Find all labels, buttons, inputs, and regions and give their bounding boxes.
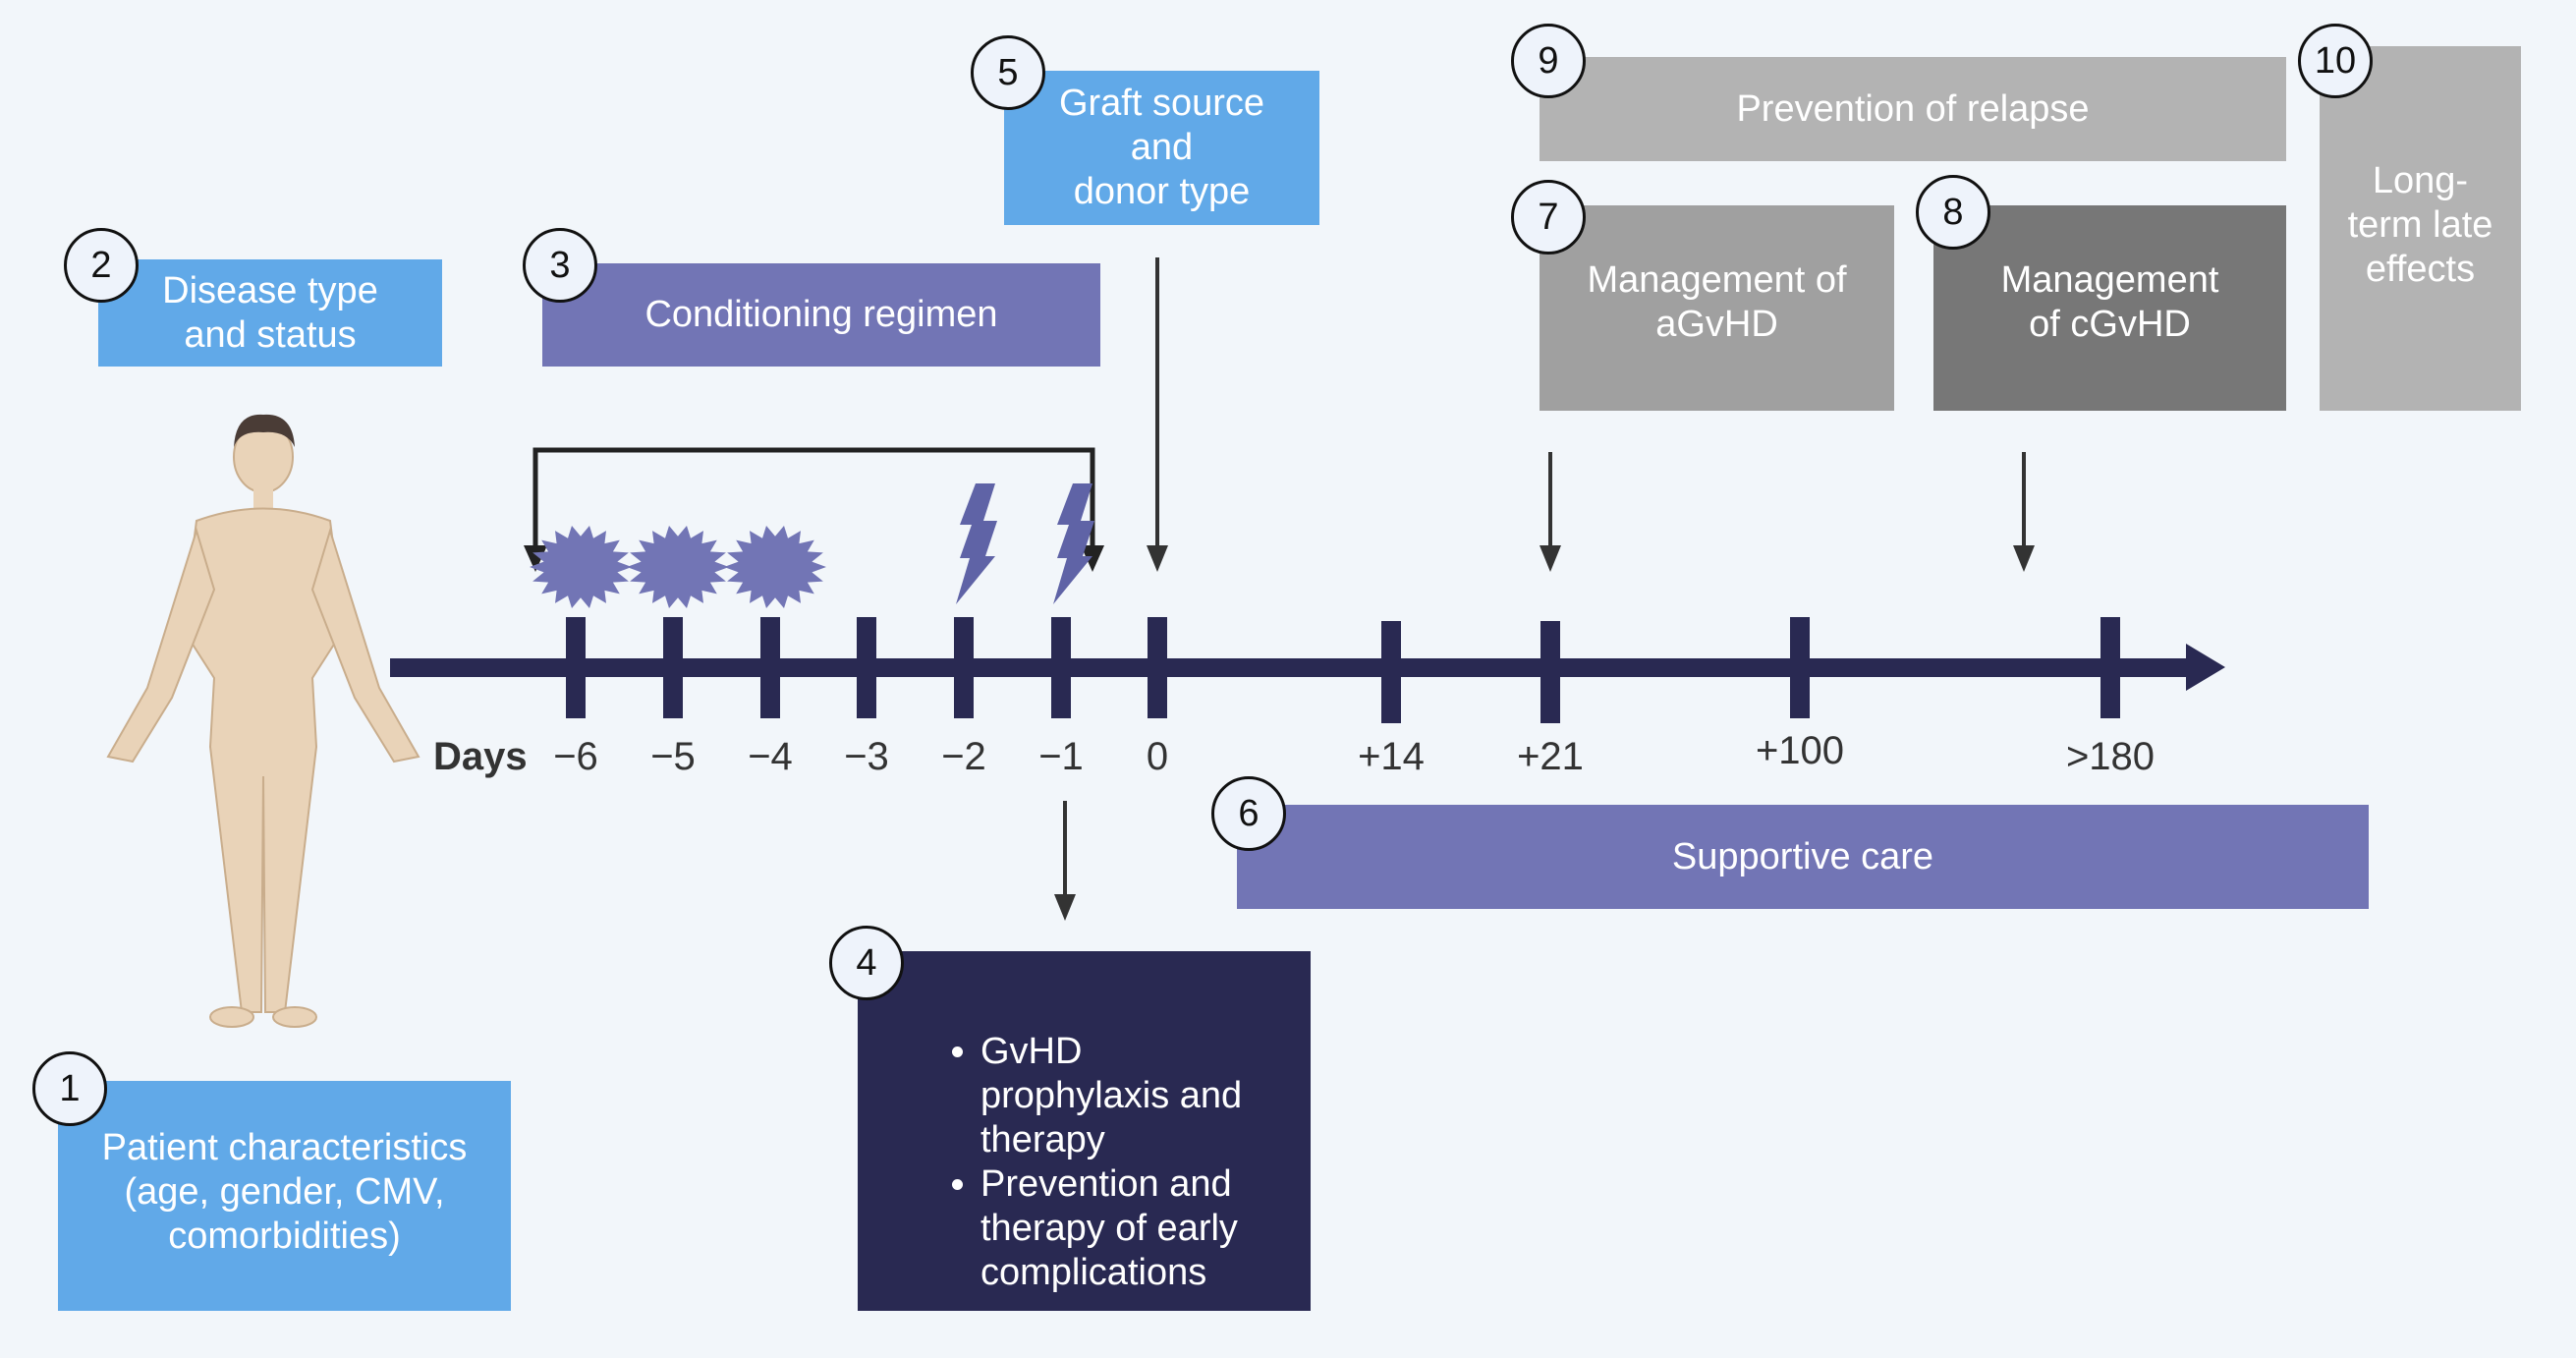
box-relapse-label: Prevention of relapse [1736, 87, 2090, 130]
box-supportive-label: Supportive care [1671, 835, 1934, 877]
timeline-axis [390, 658, 2203, 677]
box-cgvhd-label: Management of cGvHD [2000, 259, 2219, 345]
box-management-cgvhd: Management of cGvHD [1933, 205, 2286, 411]
box-agvhd-label: Management of aGvHD [1587, 259, 1847, 345]
arrow-box4-head [1054, 894, 1076, 921]
step-badge-8: 8 [1916, 175, 1990, 250]
arrow-graft-head [1147, 545, 1168, 572]
box-long-term-label: Long- term late effects [2347, 160, 2493, 290]
timeline-tick [1148, 617, 1167, 718]
timeline-tick-label: −5 [650, 735, 696, 778]
timeline-tick-label: +21 [1517, 735, 1584, 778]
timeline-tick [566, 617, 586, 718]
box-supportive-care: Supportive care [1237, 805, 2369, 909]
timeline-tick [2100, 617, 2120, 718]
timeline-tick [954, 617, 974, 718]
box-graft-label: Graft source and donor type [1058, 83, 1265, 212]
timeline-tick-label: −4 [748, 735, 793, 778]
box-4-item: GvHD prophylaxis and therapy [980, 1030, 1281, 1162]
timeline-tick [663, 617, 683, 718]
conditioning-bracket [532, 447, 1095, 558]
box-gvhd-prophylaxis: GvHD prophylaxis and therapy Prevention … [858, 951, 1311, 1311]
step-badge-10: 10 [2298, 24, 2373, 98]
timeline-tick-label: −1 [1038, 735, 1084, 778]
arrow-day21-head [1540, 545, 1561, 572]
timeline-tick [760, 617, 780, 718]
arrow-cgvhd-head [2013, 545, 2035, 572]
timeline-tick-label: −3 [844, 735, 889, 778]
timeline-tick-label: 0 [1146, 735, 1169, 778]
human-figure-icon [106, 414, 420, 1028]
step-badge-5: 5 [971, 35, 1045, 110]
step-badge-4: 4 [829, 926, 904, 1000]
step-badge-7: 7 [1511, 180, 1586, 255]
step-badge-9: 9 [1511, 24, 1586, 98]
step-badge-3: 3 [523, 228, 597, 303]
timeline-arrowhead [2186, 644, 2225, 691]
timeline-tick [857, 617, 876, 718]
timeline-tick [1381, 621, 1401, 723]
step-badge-1: 1 [32, 1051, 107, 1126]
box-conditioning-regimen: Conditioning regimen [542, 263, 1100, 367]
box-management-agvhd: Management of aGvHD [1540, 205, 1894, 411]
bracket-arrowhead-right [1081, 545, 1104, 572]
timeline-tick-label: >180 [2065, 735, 2156, 778]
lightning-bolt-icon [1053, 483, 1094, 604]
box-patient-characteristics: Patient characteristics (age, gender, CM… [58, 1081, 511, 1311]
timeline-tick-label: +100 [1755, 729, 1845, 772]
box-long-term-effects: Long- term late effects [2320, 46, 2521, 411]
timeline-tick [1540, 621, 1560, 723]
box-disease-type-label: Disease type and status [162, 269, 378, 356]
lightning-bolt-icon [956, 483, 997, 604]
box-conditioning-label: Conditioning regimen [644, 294, 998, 335]
starburst-icon [724, 526, 826, 608]
step-badge-2: 2 [64, 228, 139, 303]
days-axis-label: Days [433, 735, 528, 778]
box-4-item: Prevention and therapy of early complica… [980, 1162, 1281, 1295]
starburst-icon [627, 526, 729, 608]
timeline-tick [1790, 617, 1810, 718]
bracket-arrowhead-left [524, 545, 547, 572]
timeline-tick [1051, 617, 1071, 718]
box-patient-label: Patient characteristics (age, gender, CM… [101, 1127, 468, 1257]
step-badge-6: 6 [1211, 776, 1286, 851]
timeline-tick-label: −2 [941, 735, 986, 778]
box-4-list: GvHD prophylaxis and therapy Prevention … [912, 1030, 1281, 1295]
timeline-tick-label: −6 [553, 735, 598, 778]
box-prevention-relapse: Prevention of relapse [1540, 57, 2286, 161]
timeline-tick-label: +14 [1358, 735, 1425, 778]
starburst-icon [530, 526, 632, 608]
box-graft-source: Graft source and donor type [1004, 71, 1319, 225]
box-disease-type: Disease type and status [98, 259, 442, 367]
